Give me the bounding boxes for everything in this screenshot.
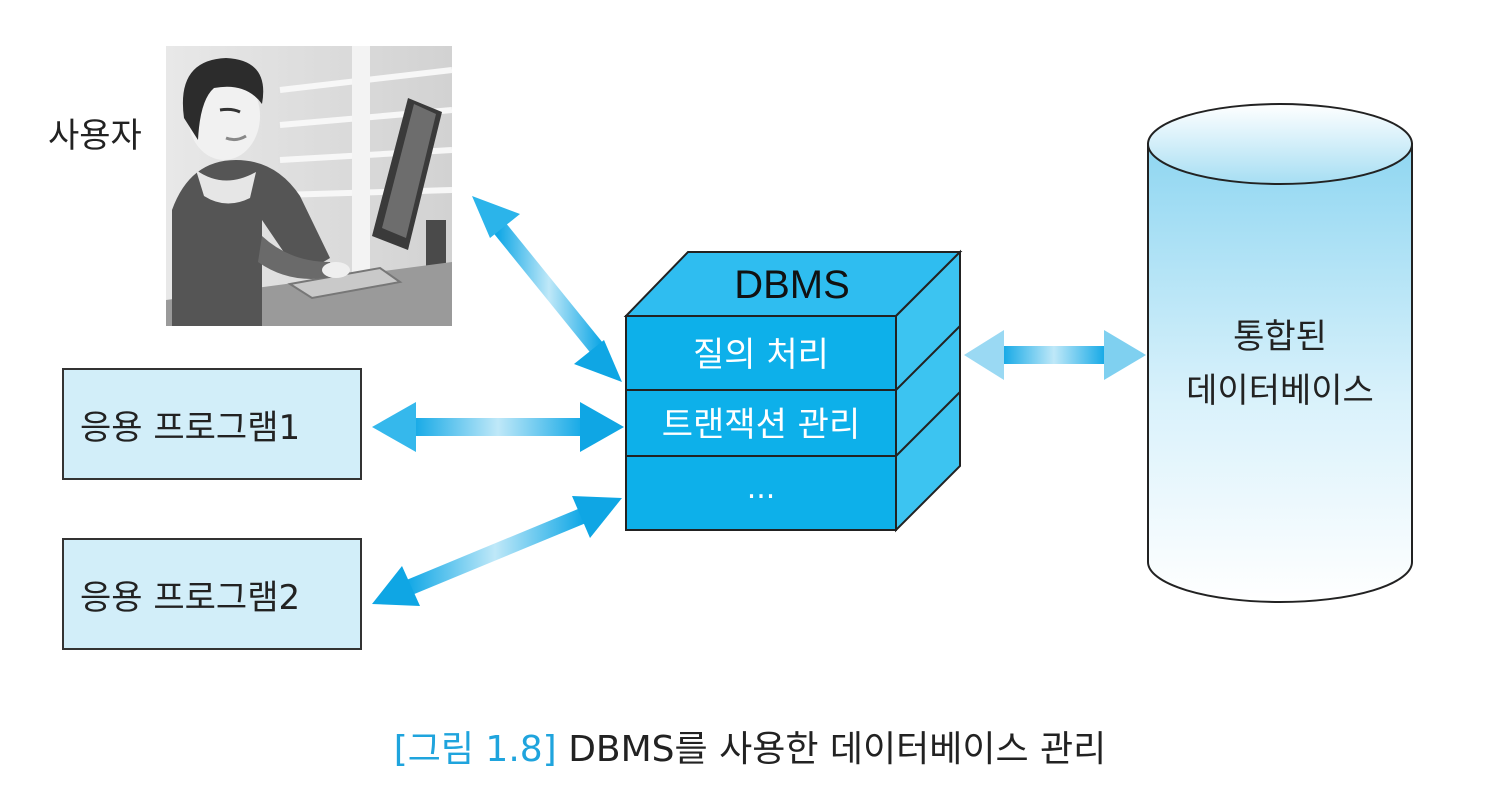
figure-caption: [그림 1.8] DBMS를 사용한 데이터베이스 관리 <box>0 720 1500 772</box>
database-label-line1: 통합된 <box>1233 317 1327 357</box>
dbms-title: DBMS <box>734 263 850 307</box>
app-program-1-label: 응용 프로그램1 <box>80 407 301 448</box>
app-program-2-label: 응용 프로그램2 <box>80 577 301 618</box>
database-cylinder: 통합된 데이터베이스 <box>1147 103 1413 603</box>
database-label-line2: 데이터베이스 <box>1186 371 1374 411</box>
dbms-layer-more: ... <box>747 471 776 506</box>
user-label: 사용자 <box>48 116 142 156</box>
figure-number: [그림 1.8] <box>393 729 557 770</box>
dbms-layer-transaction: 트랜잭션 관리 <box>662 405 861 445</box>
app-program-1-box: 응용 프로그램1 <box>62 368 362 480</box>
arrow-user-dbms <box>472 196 622 382</box>
dbms-layer-query: 질의 처리 <box>693 335 829 375</box>
figure-caption-text: DBMS를 사용한 데이터베이스 관리 <box>568 729 1107 770</box>
arrow-app2-dbms <box>372 496 622 606</box>
arrow-app1-dbms <box>372 402 624 452</box>
dbms-box: DBMS 질의 처리 트랜잭션 관리 ... <box>623 249 963 533</box>
arrow-dbms-database <box>964 330 1146 380</box>
app-program-2-box: 응용 프로그램2 <box>62 538 362 650</box>
user-photo <box>166 46 453 326</box>
